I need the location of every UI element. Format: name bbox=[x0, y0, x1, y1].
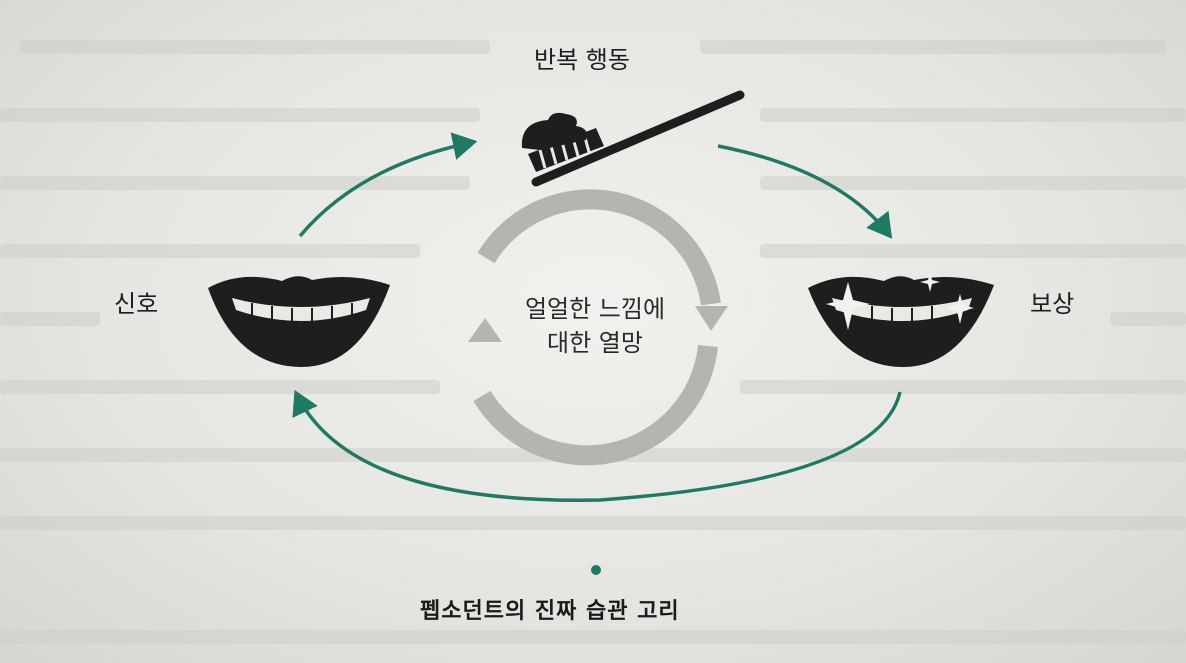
center-cycle-ring bbox=[473, 189, 721, 466]
smile-mouth-icon bbox=[208, 276, 390, 368]
arrow-reward-to-cue bbox=[292, 389, 902, 502]
sparkle-icon bbox=[826, 272, 974, 330]
arrow-cue-to-routine bbox=[298, 132, 478, 238]
center-arrowhead-right bbox=[695, 306, 728, 331]
node-label-reward: 보상 bbox=[1030, 290, 1075, 318]
caption-bullet-dot bbox=[591, 565, 601, 575]
sparkling-smile-icon bbox=[808, 272, 994, 368]
figure-caption: 펩소던트의 진짜 습관 고리 bbox=[420, 599, 680, 624]
center-craving-label: 얼얼한 느낌에 대한 열망 bbox=[470, 292, 720, 360]
node-label-cue: 신호 bbox=[114, 290, 159, 318]
center-label-line1: 얼얼한 느낌에 bbox=[524, 295, 666, 323]
arrow-routine-to-reward bbox=[717, 144, 893, 239]
node-label-routine: 반복 행동 bbox=[534, 46, 630, 74]
center-label-line2: 대한 열망 bbox=[547, 329, 643, 357]
toothbrush-icon bbox=[521, 90, 745, 187]
center-arrowhead-left bbox=[468, 318, 502, 342]
